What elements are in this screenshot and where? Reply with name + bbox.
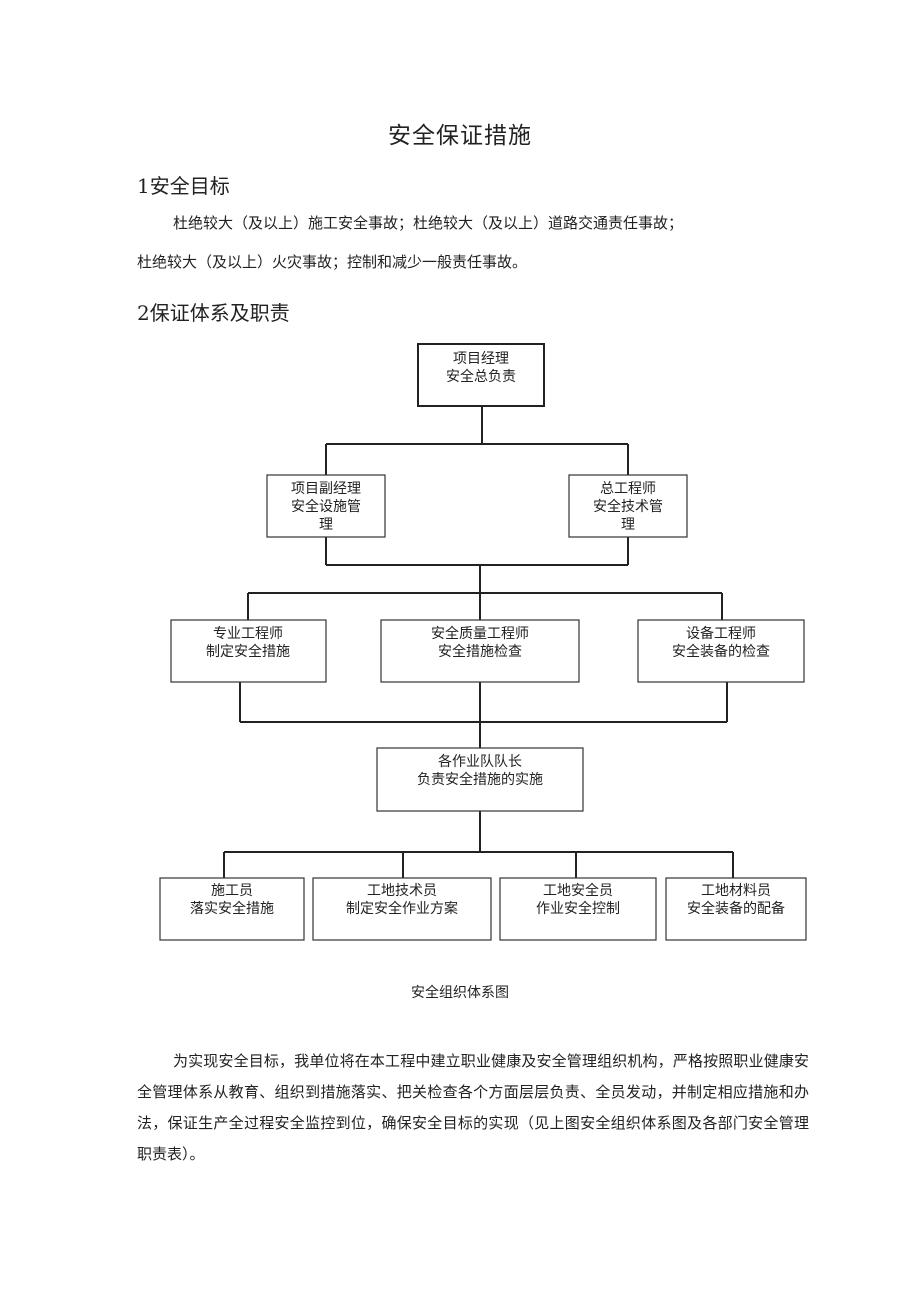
org-box-line: 项目经理 <box>453 351 509 367</box>
org-box-site-materials-clerk: 工地材料员 安全装备的配备 <box>665 877 807 941</box>
org-box-professional-engineer: 专业工程师 制定安全措施 <box>170 619 327 683</box>
org-box-line: 安全质量工程师 <box>431 625 529 642</box>
org-box-line: 安全装备的配备 <box>687 900 785 917</box>
org-box-line: 落实安全措施 <box>190 900 274 917</box>
org-box-line: 设备工程师 <box>686 625 756 642</box>
page-title: 安全保证措施 <box>388 123 532 149</box>
org-box-safety-quality-engineer: 安全质量工程师 安全措施检查 <box>380 619 580 683</box>
org-box-line: 专业工程师 <box>213 626 283 642</box>
org-box-line: 理 <box>621 517 635 533</box>
org-box-line: 负责安全措施的实施 <box>417 771 543 788</box>
section-heading-system: 2保证体系及职责 <box>137 301 290 325</box>
org-box-line: 工地技术员 <box>367 883 437 899</box>
org-box-line: 安全总负责 <box>446 368 516 385</box>
org-box-line: 制定安全措施 <box>206 643 290 660</box>
org-box-line: 工地安全员 <box>543 882 613 899</box>
org-chart-connectors <box>223 406 734 878</box>
org-box-line: 施工员 <box>211 883 253 899</box>
org-chart-caption: 安全组织体系图 <box>411 985 509 1001</box>
body-paragraph: 为实现安全目标，我单位将在本工程中建立职业健康及安全管理组织机构，严格按照职业健… <box>137 1052 809 1163</box>
section-heading-safety-goal: 1安全目标 <box>137 174 230 198</box>
org-box-line: 安全装备的检查 <box>672 643 770 660</box>
org-box-line: 安全设施管 <box>291 498 361 515</box>
org-chart: 项目经理 安全总负责 项目副经理 安全设施管 理 总工程师 安全技术管 理 专业… <box>159 343 807 941</box>
goal-line-2: 杜绝较大（及以上）火灾事故；控制和减少一般责任事故。 <box>137 253 528 271</box>
org-box-construction-worker: 施工员 落实安全措施 <box>159 877 305 941</box>
org-box-line: 安全技术管 <box>593 498 663 515</box>
org-box-line: 制定安全作业方案 <box>346 900 458 917</box>
org-box-line: 安全措施检查 <box>438 643 522 660</box>
org-box-line: 总工程师 <box>600 481 656 497</box>
org-box-team-leaders: 各作业队队长 负责安全措施的实施 <box>376 747 584 812</box>
org-box-line: 作业安全控制 <box>536 900 620 917</box>
org-box-deputy-manager: 项目副经理 安全设施管 理 <box>266 474 386 538</box>
org-box-line: 理 <box>319 517 333 533</box>
org-box-line: 各作业队队长 <box>438 754 522 770</box>
org-box-site-safety-officer: 工地安全员 作业安全控制 <box>499 877 657 941</box>
org-box-line: 项目副经理 <box>291 481 361 497</box>
org-box-site-technician: 工地技术员 制定安全作业方案 <box>312 877 492 941</box>
goal-line-1: 杜绝较大（及以上）施工安全事故；杜绝较大（及以上）道路交通责任事故； <box>173 214 684 232</box>
org-box-chief-engineer: 总工程师 安全技术管 理 <box>568 474 688 538</box>
org-box-equipment-engineer: 设备工程师 安全装备的检查 <box>637 619 805 683</box>
org-box-project-manager: 项目经理 安全总负责 <box>417 343 545 407</box>
org-box-line: 工地材料员 <box>701 883 771 899</box>
